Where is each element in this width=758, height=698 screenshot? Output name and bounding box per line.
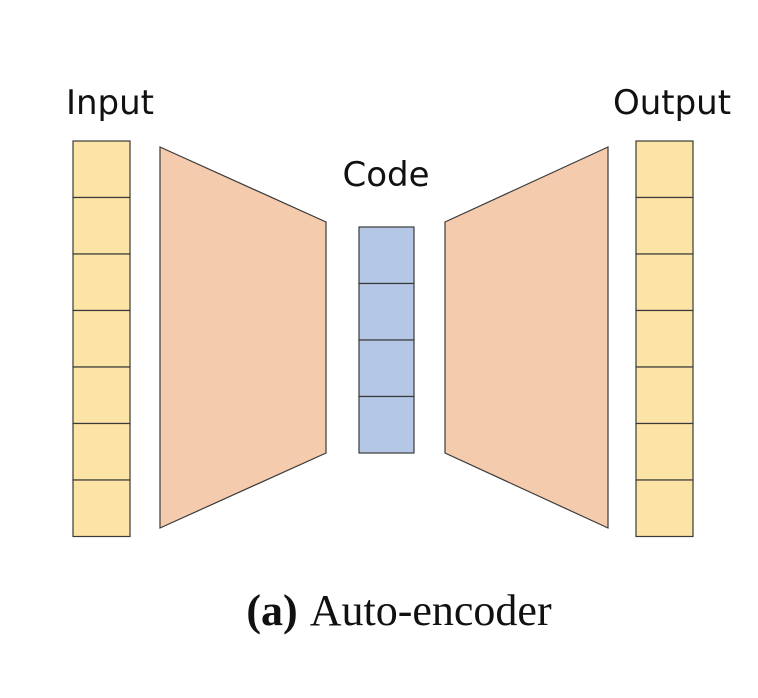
- output-cell: [635, 366, 694, 425]
- code-layer: [358, 226, 415, 454]
- output-cell: [635, 253, 694, 312]
- decoder-trapezoid: [444, 146, 609, 529]
- encoder-trapezoid: [159, 146, 327, 529]
- output-label: Output: [613, 83, 731, 123]
- output-cell: [635, 479, 694, 538]
- input-layer: [72, 140, 131, 538]
- code-cell: [358, 339, 415, 398]
- output-cell: [635, 309, 694, 368]
- input-cell: [72, 196, 131, 255]
- code-label: Code: [342, 155, 429, 195]
- input-cell: [72, 366, 131, 425]
- caption-text: Auto-encoder: [310, 586, 552, 635]
- code-cell: [358, 282, 415, 341]
- caption-marker: (a): [246, 586, 297, 635]
- input-label: Input: [66, 83, 154, 123]
- output-layer: [635, 140, 694, 538]
- code-cell: [358, 395, 415, 454]
- output-cell: [635, 196, 694, 255]
- input-cell: [72, 479, 131, 538]
- input-cell: [72, 140, 131, 199]
- caption: (a) Auto-encoder: [246, 586, 552, 635]
- input-cell: [72, 253, 131, 312]
- code-cell: [358, 226, 415, 285]
- output-cell: [635, 140, 694, 199]
- input-cell: [72, 309, 131, 368]
- input-cell: [72, 422, 131, 481]
- output-cell: [635, 422, 694, 481]
